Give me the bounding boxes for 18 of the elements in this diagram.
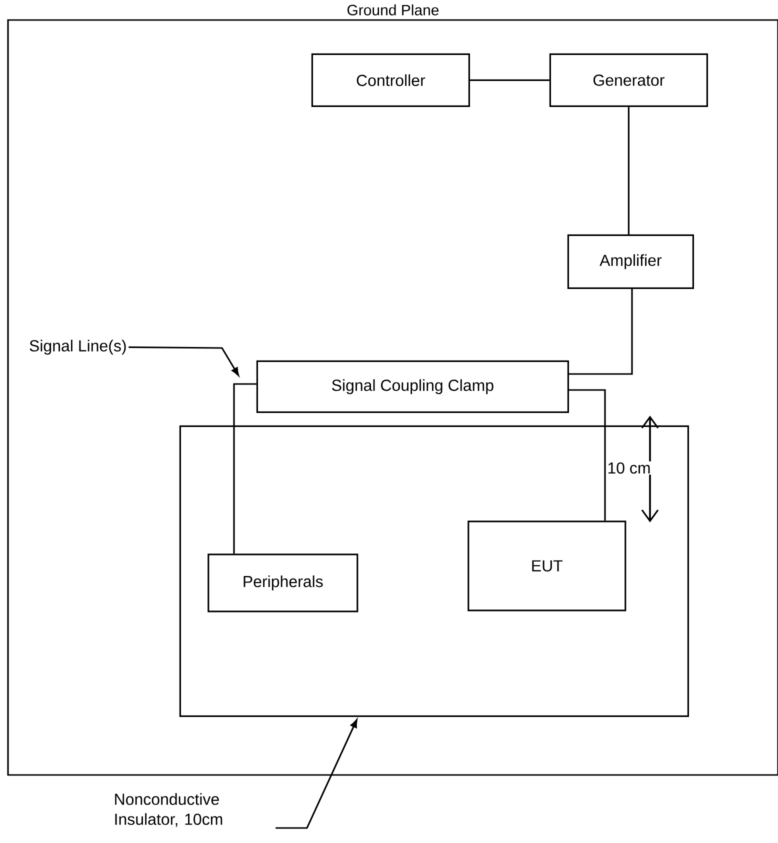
peripherals-box: Peripherals — [208, 554, 358, 612]
connector-line — [569, 389, 606, 521]
node-label: Ground Plane — [347, 4, 439, 16]
connector-line — [233, 383, 256, 554]
dimension-label: 10 cm — [606, 461, 652, 475]
controller-box: Controller — [311, 53, 470, 107]
insulator-box — [179, 425, 689, 717]
clamp-box: Signal Coupling Clamp — [256, 360, 569, 413]
connector-line — [569, 289, 633, 375]
leader-text: Signal Line(s) — [30, 340, 126, 355]
leader-arrow — [128, 346, 240, 376]
generator-box: Generator — [549, 53, 708, 107]
eut-box: EUT — [468, 520, 626, 612]
leader-arrow — [276, 719, 358, 829]
amplifier-box: Amplifier — [567, 234, 694, 289]
connector-line — [470, 79, 550, 81]
leader-text: Nonconductive Insulator, 10cm — [115, 793, 222, 827]
connector-line — [628, 107, 630, 234]
